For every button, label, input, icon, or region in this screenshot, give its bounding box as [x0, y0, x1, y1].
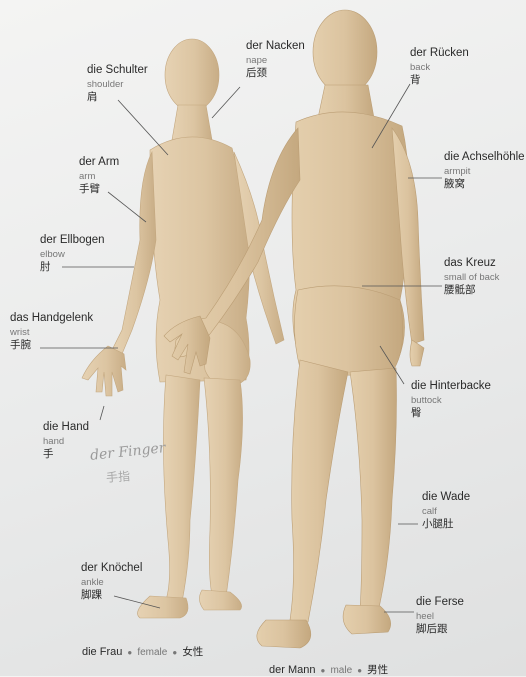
label-shoulder: die Schulter shoulder 肩	[87, 65, 148, 103]
label-calf-de: die Wade	[422, 492, 470, 504]
label-elbow: der Ellbogen elbow 肘	[40, 235, 105, 273]
label-back: der Rücken back 背	[410, 48, 469, 86]
label-nape: der Nacken nape 后颈	[246, 41, 305, 79]
label-ankle-en: ankle	[81, 578, 142, 588]
caption-female: die Frau ● female ● 女性	[82, 644, 203, 659]
label-wrist-zh: 手腕	[10, 340, 93, 351]
label-nape-en: nape	[246, 56, 305, 66]
label-small-of-back: das Kreuz small of back 腰骶部	[444, 258, 499, 296]
label-arm-zh: 手臂	[79, 184, 119, 195]
label-heel-en: heel	[416, 612, 464, 622]
label-buttock: die Hinterbacke buttock 臀	[411, 381, 491, 419]
label-nape-de: der Nacken	[246, 41, 305, 53]
caption-male-en: male	[330, 665, 352, 676]
separator-dot: ●	[355, 666, 364, 675]
caption-female-zh: 女性	[182, 646, 203, 658]
caption-male-de: der Mann	[269, 664, 315, 676]
handwritten-finger-zh: 手指	[105, 467, 130, 486]
label-elbow-en: elbow	[40, 250, 105, 260]
label-heel-de: die Ferse	[416, 597, 464, 609]
label-back-en: back	[410, 63, 469, 73]
separator-dot: ●	[319, 666, 328, 675]
label-hand-en: hand	[43, 437, 89, 447]
label-shoulder-en: shoulder	[87, 80, 148, 90]
label-wrist-de: das Handgelenk	[10, 313, 93, 325]
label-ankle: der Knöchel ankle 脚踝	[81, 563, 142, 601]
label-back-de: der Rücken	[410, 48, 469, 60]
separator-dot: ●	[125, 648, 134, 657]
label-hand-zh: 手	[43, 449, 89, 460]
label-wrist: das Handgelenk wrist 手腕	[10, 313, 93, 351]
label-calf-en: calf	[422, 507, 470, 517]
label-heel: die Ferse heel 脚后跟	[416, 597, 464, 635]
label-armpit-zh: 腋窝	[444, 179, 525, 190]
label-buttock-zh: 臀	[411, 408, 491, 419]
caption-male: der Mann ● male ● 男性	[269, 662, 388, 677]
label-ankle-de: der Knöchel	[81, 563, 142, 575]
label-small-of-back-de: das Kreuz	[444, 258, 499, 270]
caption-female-en: female	[137, 647, 167, 658]
label-shoulder-de: die Schulter	[87, 65, 148, 77]
label-heel-zh: 脚后跟	[416, 624, 464, 635]
label-buttock-de: die Hinterbacke	[411, 381, 491, 393]
separator-dot: ●	[170, 648, 179, 657]
label-ankle-zh: 脚踝	[81, 590, 142, 601]
label-nape-zh: 后颈	[246, 68, 305, 79]
caption-male-zh: 男性	[367, 664, 388, 676]
label-hand: die Hand hand 手	[43, 422, 89, 460]
label-calf: die Wade calf 小腿肚	[422, 492, 470, 530]
label-hand-de: die Hand	[43, 422, 89, 434]
label-elbow-zh: 肘	[40, 262, 105, 273]
label-elbow-de: der Ellbogen	[40, 235, 105, 247]
label-small-of-back-zh: 腰骶部	[444, 285, 499, 296]
label-arm-de: der Arm	[79, 157, 119, 169]
label-armpit-de: die Achselhöhle	[444, 152, 525, 164]
label-arm-en: arm	[79, 172, 119, 182]
label-shoulder-zh: 肩	[87, 92, 148, 103]
label-back-zh: 背	[410, 75, 469, 86]
label-armpit: die Achselhöhle armpit 腋窝	[444, 152, 525, 190]
caption-female-de: die Frau	[82, 646, 122, 658]
label-armpit-en: armpit	[444, 167, 525, 177]
label-buttock-en: buttock	[411, 396, 491, 406]
label-calf-zh: 小腿肚	[422, 519, 470, 530]
label-arm: der Arm arm 手臂	[79, 157, 119, 195]
label-wrist-en: wrist	[10, 328, 93, 338]
label-small-of-back-en: small of back	[444, 273, 499, 283]
